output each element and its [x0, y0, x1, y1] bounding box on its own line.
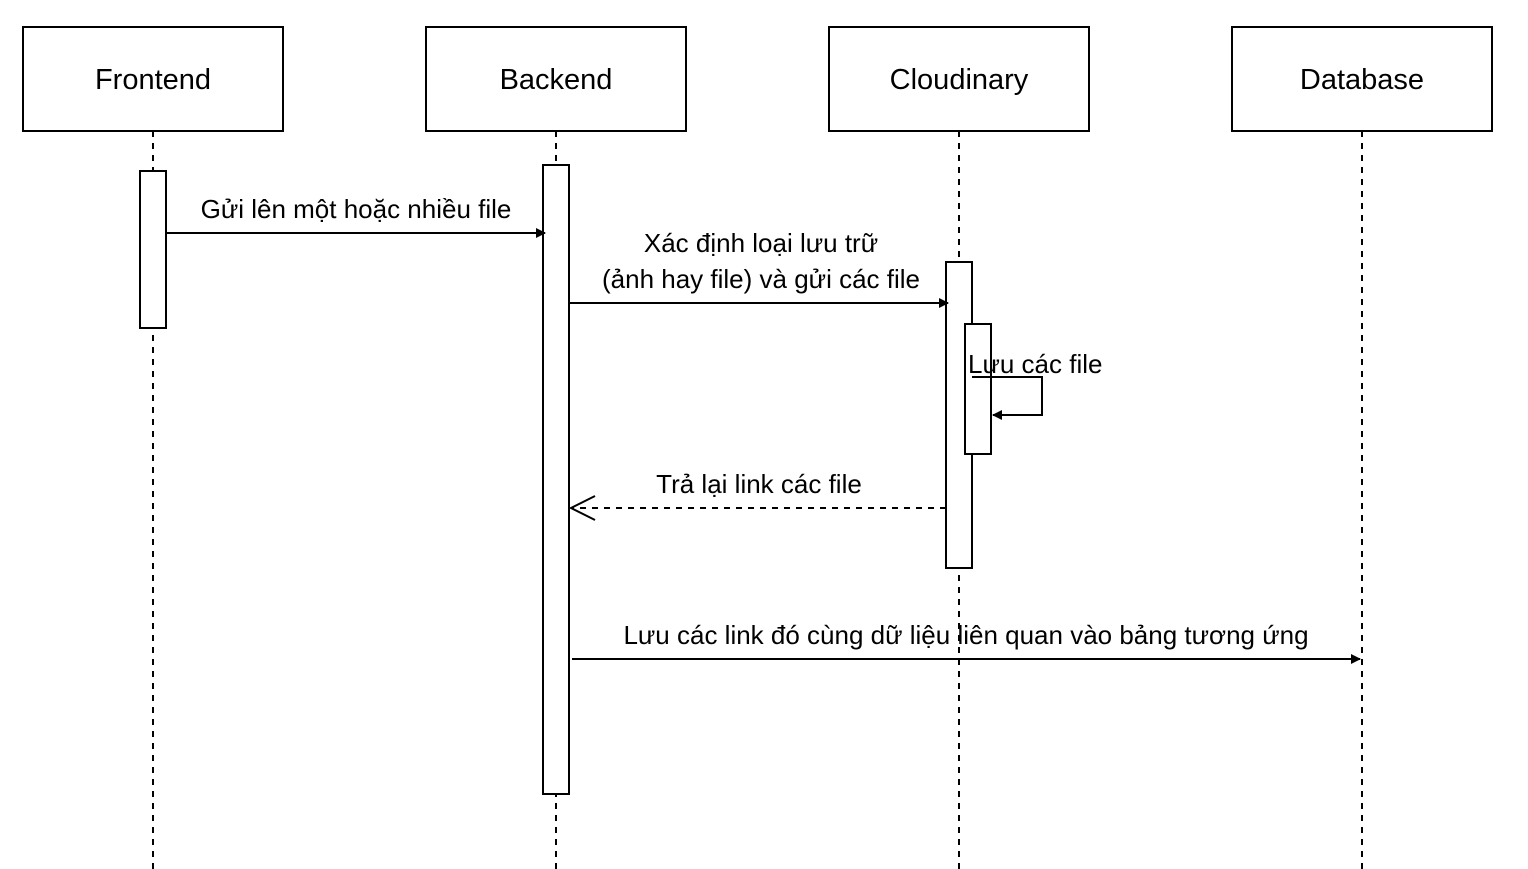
activation-frontend — [139, 170, 167, 329]
message-label-send-files-line2: (ảnh hay file) và gửi các file — [602, 264, 920, 294]
message-arrow-self-store — [972, 376, 1043, 420]
message-label-send-files-line1: Xác định loại lưu trữ — [644, 228, 878, 258]
participant-cloudinary: Cloudinary — [828, 26, 1090, 132]
participant-database: Database — [1231, 26, 1493, 132]
message-label-self-store: Lưu các file — [968, 349, 1102, 379]
participant-backend-label: Backend — [500, 64, 613, 96]
message-label-save-db: Lưu các link đó cùng dữ liệu liên quan v… — [623, 620, 1308, 650]
participant-database-label: Database — [1300, 64, 1424, 96]
participant-frontend: Frontend — [22, 26, 284, 132]
message-label-return-links: Trả lại link các file — [656, 469, 862, 499]
participant-backend: Backend — [425, 26, 687, 132]
message-label-upload: Gửi lên một hoặc nhiều file — [201, 194, 512, 224]
participant-cloudinary-label: Cloudinary — [890, 64, 1029, 96]
activation-cloudinary — [945, 261, 973, 569]
activation-cloudinary-self — [964, 323, 992, 455]
return-arrow-head-icon — [568, 495, 596, 521]
participant-frontend-label: Frontend — [95, 64, 211, 96]
activation-backend — [542, 164, 570, 795]
